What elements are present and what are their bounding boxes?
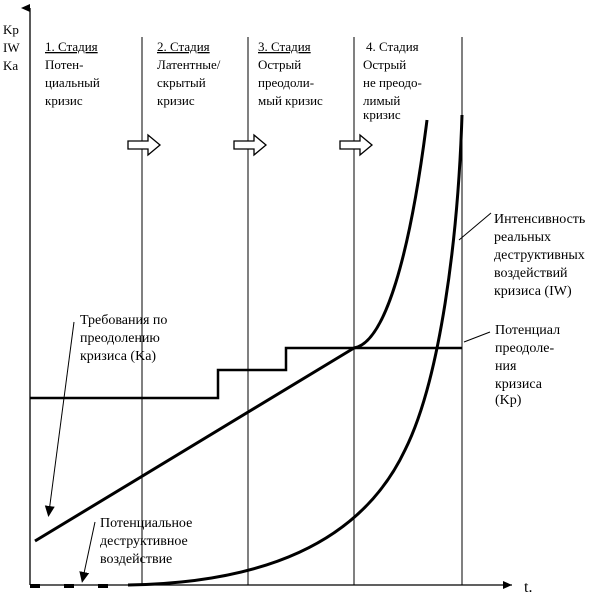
iw-label-line-5: кризиса (IW)	[494, 284, 572, 299]
stage-1-line-3: кризис	[45, 93, 83, 108]
ka-label-line-2: преодолению	[80, 331, 160, 346]
stage-3-title: 3. Стадия	[258, 39, 311, 54]
stage-1-line-1: Потен-	[45, 57, 83, 72]
ka-label-line-1: Требования по	[80, 313, 167, 328]
iw-label-line-3: деструктивных	[494, 248, 585, 263]
kp-label-line-5: (Kp)	[495, 393, 522, 408]
kp-label-line-1: Потенциал	[495, 323, 560, 338]
stage-3-line-2: преодоли-	[258, 75, 314, 90]
kp-pointer	[463, 331, 491, 343]
stage-3-line-1: Острый	[258, 57, 301, 72]
stage-2-title: 2. Стадия	[157, 39, 210, 54]
stage-2-line-2: скрытый	[157, 75, 206, 90]
y-axis-label-kp: Kp	[3, 22, 19, 37]
x-axis-label: t.	[524, 579, 532, 596]
transition-arrow-1	[127, 133, 162, 157]
kp-label-line-2: преодоле-	[495, 341, 554, 356]
stage-1-header: 1. Стадия Потен- циальный кризис	[45, 39, 100, 108]
y-axis-label-iw: IW	[3, 40, 20, 55]
stage-4-line-3: лимый	[363, 93, 400, 108]
transition-arrow-2	[233, 133, 268, 157]
stage-1-line-2: циальный	[45, 75, 100, 90]
ka-line	[34, 119, 429, 543]
y-axis-label-ka: Ka	[3, 58, 18, 73]
iw-label-line-4: воздействий	[494, 266, 568, 281]
transition-arrow-3	[339, 133, 374, 157]
ka-pointer	[44, 321, 75, 517]
potential-label-line-3: воздействие	[100, 552, 172, 567]
stage-4-line-2: не преодо-	[363, 75, 422, 90]
iw-curve	[127, 114, 464, 587]
stage-3-header: 3. Стадия Острый преодоли- мый кризис	[258, 39, 323, 108]
stage-4-line-1: Острый	[363, 57, 406, 72]
stage-3-line-3: мый кризис	[258, 93, 323, 108]
kp-step-line	[30, 346, 462, 400]
iw-label-line-1: Интенсивность	[494, 212, 585, 227]
iw-annotation: Интенсивность реальных деструктивных воз…	[494, 212, 585, 299]
potential-pointer	[79, 521, 96, 583]
stage-2-line-1: Латентные/	[157, 57, 221, 72]
potential-label-line-2: деструктивное	[100, 534, 188, 549]
potential-label-line-1: Потенциальное	[100, 516, 192, 531]
stage-2-header: 2. Стадия Латентные/ скрытый кризис	[157, 39, 221, 108]
kp-annotation: Потенциал преодоле- ния кризиса (Kp)	[495, 323, 560, 408]
ka-annotation: Требования по преодолению кризиса (Ka)	[80, 313, 167, 364]
stage-4-title: 4. Стадия	[366, 39, 419, 54]
stage-4-line-4: кризис	[363, 107, 401, 122]
kp-label-line-3: ния	[495, 359, 517, 374]
stage-2-line-3: кризис	[157, 93, 195, 108]
potential-impact-annotation: Потенциальное деструктивное воздействие	[100, 516, 192, 567]
stage-4-header: 4. Стадия Острый не преодо- лимый кризис	[363, 39, 422, 122]
iw-label-line-2: реальных	[494, 230, 551, 245]
kp-label-line-4: кризиса	[495, 377, 543, 392]
iw-pointer	[458, 212, 492, 241]
stage-1-title: 1. Стадия	[45, 39, 98, 54]
ka-label-line-3: кризиса (Ka)	[80, 349, 156, 364]
